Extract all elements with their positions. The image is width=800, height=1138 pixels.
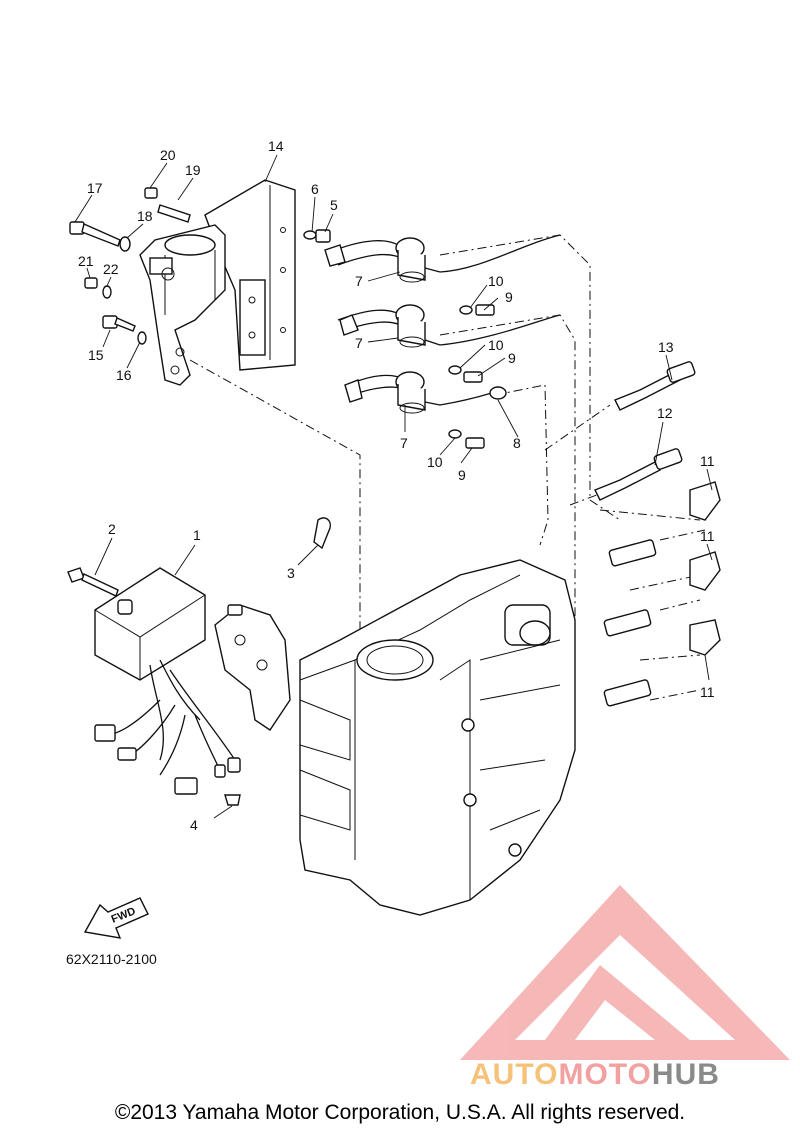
callout-10a: 10 (488, 273, 504, 289)
callout-9a: 9 (505, 289, 513, 305)
callout-8: 8 (513, 435, 521, 451)
callout-12: 12 (657, 405, 673, 421)
callout-21: 21 (78, 253, 94, 269)
callout-9b: 9 (508, 350, 516, 366)
callout-5: 5 (330, 197, 338, 213)
cdi-unit (67, 567, 241, 806)
callout-3: 3 (287, 565, 295, 581)
copyright-notice: ©2013 Yamaha Motor Corporation, U.S.A. A… (114, 1101, 686, 1124)
callout-9c: 9 (458, 467, 466, 483)
mount-bracket (139, 224, 226, 386)
callout-14: 14 (268, 138, 284, 154)
callout-7c: 7 (400, 435, 408, 451)
watermark-text-auto: AUTO (470, 1058, 559, 1091)
watermark-text-hub: HUB (651, 1058, 720, 1091)
callout-10b: 10 (488, 337, 504, 353)
watermark-text-moto: MOTO (558, 1058, 652, 1091)
callout-2: 2 (108, 521, 116, 537)
fwd-arrow: FWD (83, 897, 149, 939)
grommet (489, 386, 507, 400)
callout-4: 4 (190, 817, 198, 833)
callout-15: 15 (88, 347, 104, 363)
callout-7b: 7 (355, 335, 363, 351)
callout-13: 13 (658, 339, 674, 355)
pulser-bracket (214, 517, 332, 731)
ignition-coil-1 (324, 234, 561, 283)
callout-19: 19 (185, 162, 201, 178)
callout-7a: 7 (355, 273, 363, 289)
callout-20: 20 (160, 147, 176, 163)
callout-10c: 10 (427, 454, 443, 470)
watermark-logo (460, 885, 790, 1060)
callout-17: 17 (87, 180, 103, 196)
callout-11a: 11 (700, 453, 715, 469)
callout-18: 18 (137, 208, 153, 224)
watermark-text: AUTOMOTOHUB (470, 1058, 720, 1092)
ignition-coil-2 (337, 304, 561, 348)
catalog-code: 62X2110-2100 (66, 951, 157, 967)
callout-1: 1 (193, 527, 201, 543)
leader-lines (74, 154, 713, 819)
spark-plug-wires (594, 361, 721, 707)
callout-16: 16 (116, 367, 132, 383)
callout-11c: 11 (700, 684, 715, 700)
callout-11b: 11 (700, 528, 715, 544)
fasteners (69, 187, 495, 449)
ignition-coil-3 (344, 371, 496, 414)
callout-6: 6 (311, 181, 319, 197)
cylinder-block (299, 559, 576, 916)
callout-22: 22 (103, 261, 119, 277)
callout-numbers: 1 2 3 4 5 6 7 7 7 8 9 9 9 10 10 10 11 11… (78, 138, 715, 833)
